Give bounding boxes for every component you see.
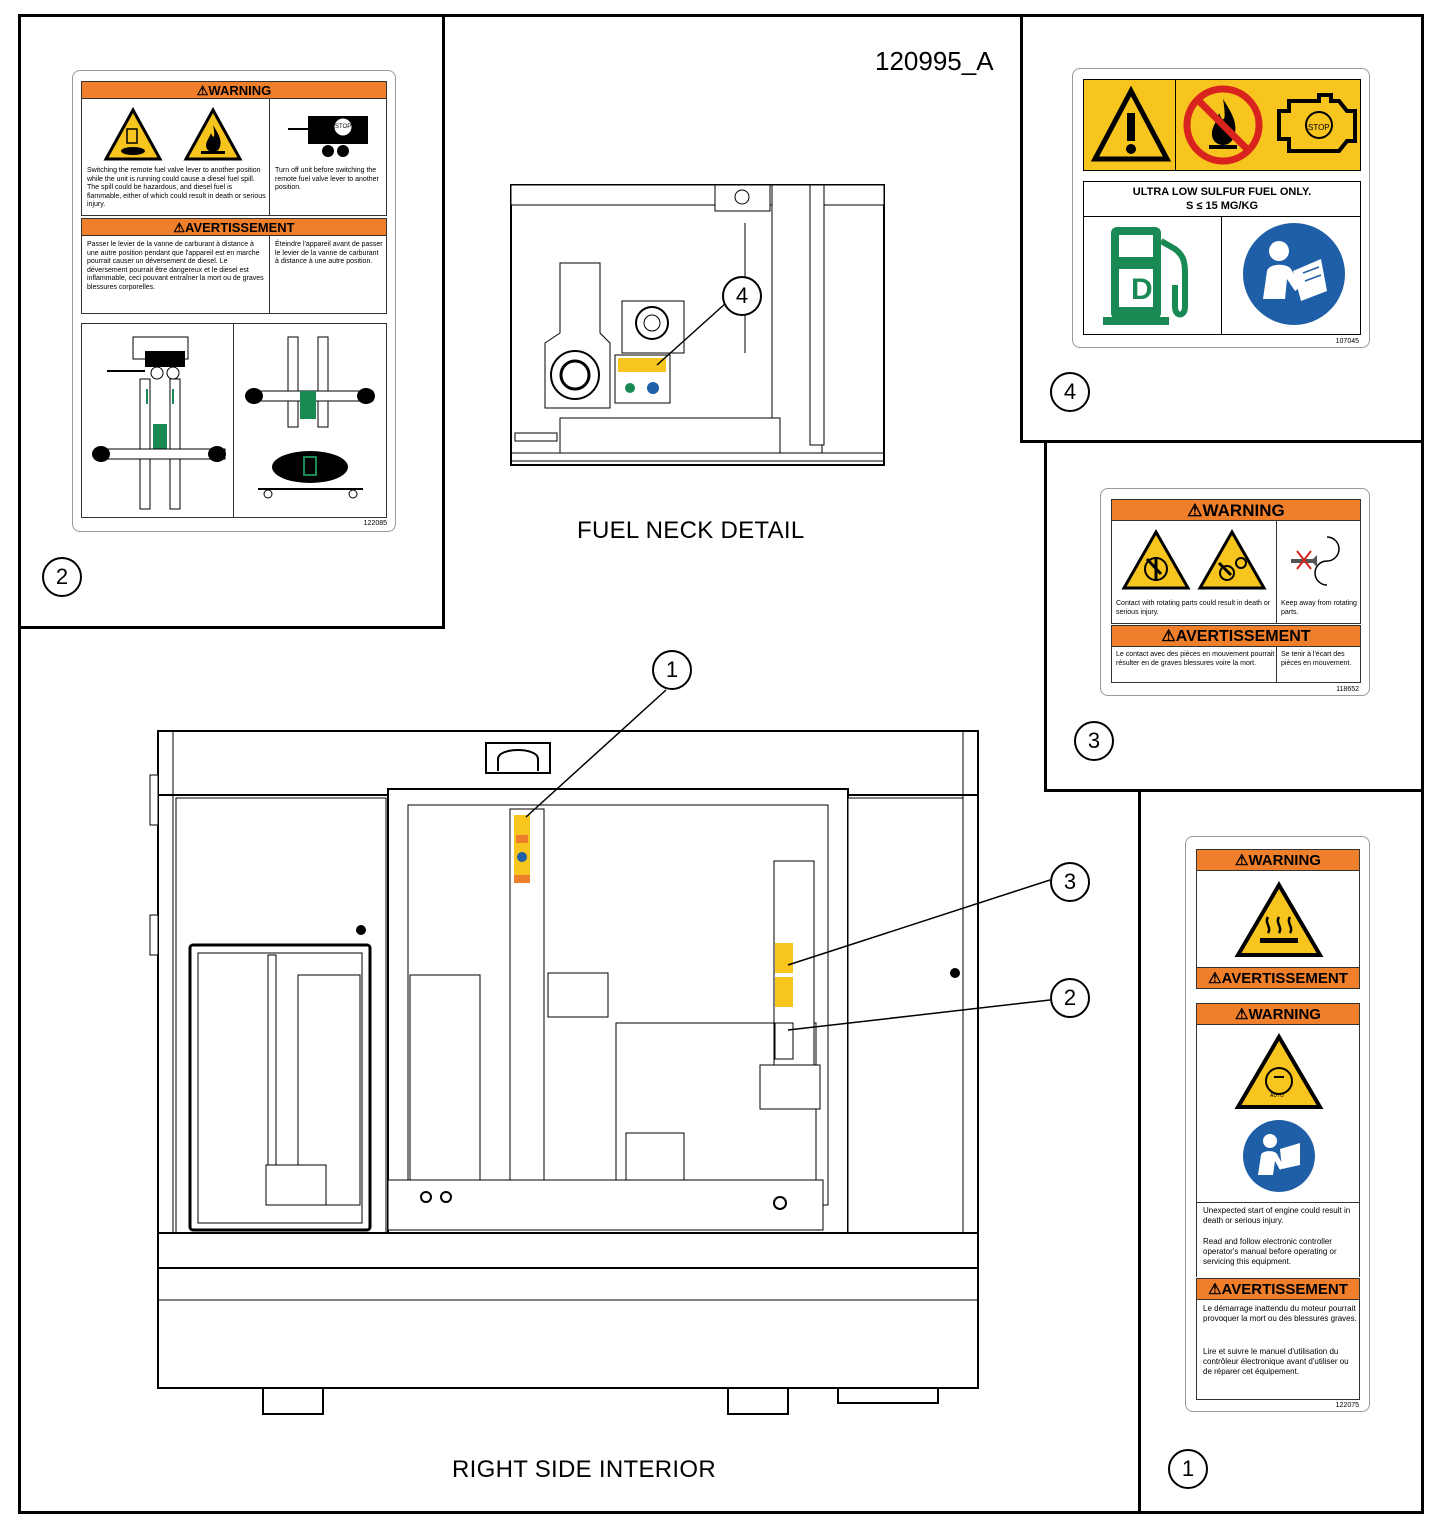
valve-lever-diagram-right [245, 336, 375, 499]
hot-surface-hazard-icon [1234, 881, 1324, 957]
label-4-diesel-d: D [1131, 273, 1153, 306]
label-3-en-left: Contact with rotating parts could result… [1116, 600, 1271, 616]
label-4-part-number: 107045 [1335, 338, 1359, 345]
label-1-fr-text-1: Le démarrage inattendu du moteur pourrai… [1203, 1304, 1357, 1323]
label-4-bottom-row [1083, 217, 1361, 335]
label-3-fr-box [1111, 647, 1361, 683]
diesel-pump-icon [1103, 227, 1188, 325]
label-1-en-text-2: Read and follow electronic controller op… [1203, 1237, 1337, 1266]
label-118652: ⚠WARNING Contact with rotating parts cou… [1100, 488, 1370, 696]
belt-entanglement-hazard-icon [1197, 528, 1267, 590]
label-3-en-right: Keep away from rotating parts. [1281, 600, 1357, 616]
warning-triangle-icon: ⚠ [1208, 1281, 1222, 1298]
stop-generator-icon [288, 116, 368, 157]
warning-triangle-icon: ⚠ [1187, 501, 1203, 520]
label-3-en-box [1111, 521, 1361, 624]
label-3-avertissement-header: ⚠AVERTISSEMENT [1111, 625, 1361, 647]
fuel-neck-detail-drawing [510, 184, 885, 466]
read-manual-icon [1243, 223, 1345, 325]
valve-lever-diagram-left [92, 336, 226, 510]
callout-1-interior: 1 [652, 650, 692, 690]
label-1-warning-header-1: ⚠WARNING [1196, 849, 1360, 871]
warning-triangle-icon: ⚠ [1235, 852, 1249, 869]
label-2-fr-left: Passer le levier de la vanne de carburan… [87, 241, 264, 291]
keep-away-rotating-icon [1291, 536, 1340, 586]
label-2-en-right: Turn off unit before switching the remot… [275, 167, 379, 191]
callout-2-interior: 2 [1050, 978, 1090, 1018]
label-4-text-box: ULTRA LOW SULFUR FUEL ONLY. S ≤ 15 MG/KG [1083, 181, 1361, 217]
fuel-spill-hazard-icon [103, 106, 163, 161]
read-controller-manual-icon [1243, 1120, 1315, 1192]
label-2-warning-header: ⚠WARNING [81, 81, 387, 99]
label-1-avertissement-header-2: ⚠AVERTISSEMENT [1196, 1278, 1360, 1300]
callout-3: 3 [1074, 721, 1114, 761]
label-2-en-box [81, 99, 387, 216]
label-1-avertissement-header-1: ⚠AVERTISSEMENT [1196, 967, 1360, 989]
automatic-start-hazard-icon [1234, 1033, 1324, 1109]
label-2-en-left: Switching the remote fuel valve lever to… [87, 167, 266, 208]
callout-1: 1 [1168, 1449, 1208, 1489]
label-1-auto-text: AUTO [1270, 1093, 1284, 1099]
warning-triangle-icon: ⚠ [1235, 1006, 1249, 1023]
right-side-interior-drawing [149, 689, 1051, 1415]
label-107045: STOP ULTRA LOW SULFUR FUEL ONLY. S ≤ 15 … [1072, 68, 1370, 348]
panel-label-1 [1138, 789, 1424, 1514]
label-1-en-text-1: Unexpected start of engine could result … [1203, 1206, 1351, 1225]
drawing-id: 120995_A [875, 46, 994, 76]
label-2-valve-diagram [81, 323, 387, 518]
label-2-fr-right: Éteindre l'appareil avant de passer le l… [275, 241, 383, 265]
no-open-flame-icon [1183, 85, 1263, 165]
warning-triangle-icon: ⚠ [173, 220, 186, 235]
panel-label-2 [18, 14, 445, 629]
callout-4-fuel-neck: 4 [722, 276, 762, 316]
general-warning-icon [1090, 85, 1172, 162]
callout-3-interior: 3 [1050, 862, 1090, 902]
label-3-warning-header: ⚠WARNING [1111, 499, 1361, 521]
callout-4: 4 [1050, 372, 1090, 412]
label-4-ulsf-line: ULTRA LOW SULFUR FUEL ONLY. [1132, 186, 1312, 198]
flammable-hazard-icon [183, 106, 243, 161]
label-2-part-number: 122085 [363, 520, 387, 527]
label-2-stop-text: STOP [335, 124, 352, 130]
label-4-sulfur-line: S ≤ 15 MG/KG [1185, 200, 1259, 212]
label-3-fr-left: Le contact avec des pièces en mouvement … [1116, 651, 1275, 667]
label-3-fr-right: Se tenir à l'écart des pièces en mouveme… [1281, 651, 1352, 667]
fuel-neck-detail-title: FUEL NECK DETAIL [577, 517, 805, 544]
engine-stop-icon [1277, 93, 1357, 153]
label-122085: ⚠WARNING STOP Switching the remote fuel … [72, 70, 396, 532]
callout-2-left: 2 [42, 557, 82, 597]
warning-triangle-icon: ⚠ [1161, 628, 1176, 645]
label-1-part-number: 122075 [1335, 1402, 1359, 1409]
label-2-fr-box [81, 236, 387, 314]
label-122075: ⚠WARNING ⚠AVERTISSEMENT ⚠WARNING AUTO Un… [1185, 836, 1370, 1412]
rotating-fan-hazard-icon [1121, 528, 1191, 590]
label-1-fr-text-2: Lire et suivre le manuel d'utilisation d… [1203, 1347, 1349, 1376]
warning-triangle-icon: ⚠ [196, 83, 209, 98]
right-side-interior-title: RIGHT SIDE INTERIOR [452, 1456, 716, 1483]
warning-triangle-icon: ⚠ [1208, 970, 1222, 987]
label-3-part-number: 118652 [1336, 686, 1359, 693]
label-1-warning-header-2: ⚠WARNING [1196, 1003, 1360, 1025]
label-2-avertissement-header: ⚠AVERTISSEMENT [81, 218, 387, 236]
label-4-stop-text: STOP [1308, 123, 1330, 132]
